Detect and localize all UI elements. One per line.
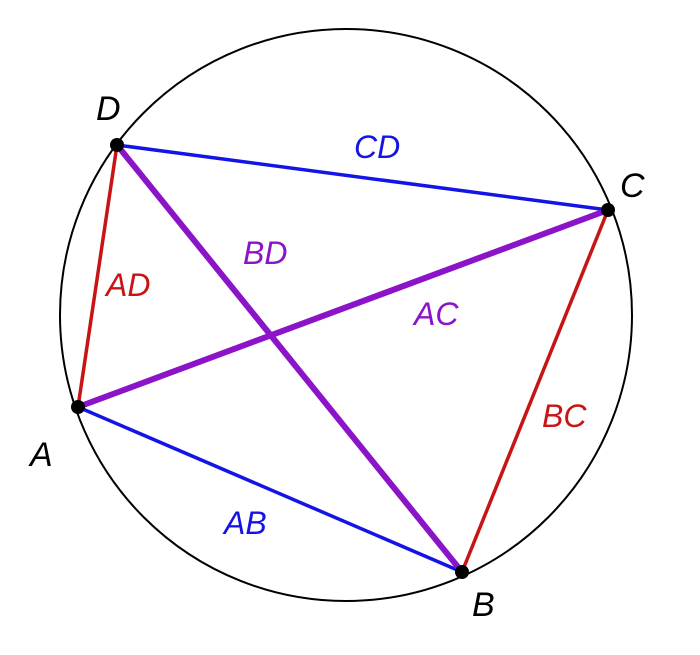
diagonal-ac — [76, 207, 610, 410]
segment-label-bc: BC — [542, 398, 587, 434]
diagonal-bd — [114, 143, 465, 574]
side-ad — [76, 144, 119, 408]
vertex-point-d — [110, 138, 124, 152]
side-bc — [460, 209, 610, 573]
vertex-point-b — [455, 565, 469, 579]
vertex-point-a — [71, 400, 85, 414]
segment-label-ac: AC — [412, 296, 459, 332]
vertex-point-c — [601, 203, 615, 217]
segment-label-ad: AD — [104, 267, 150, 303]
circumcircle — [59, 28, 633, 602]
segment-label-ab: AB — [222, 505, 267, 541]
side-ab — [77, 405, 463, 574]
side-cd — [116, 143, 609, 212]
vertex-label-c: C — [620, 167, 645, 205]
segment-label-cd: CD — [354, 129, 400, 165]
segment-label-bd: BD — [243, 235, 287, 271]
vertex-label-b: B — [472, 586, 495, 624]
vertex-label-d: D — [96, 90, 121, 128]
vertex-label-a: A — [28, 436, 53, 474]
